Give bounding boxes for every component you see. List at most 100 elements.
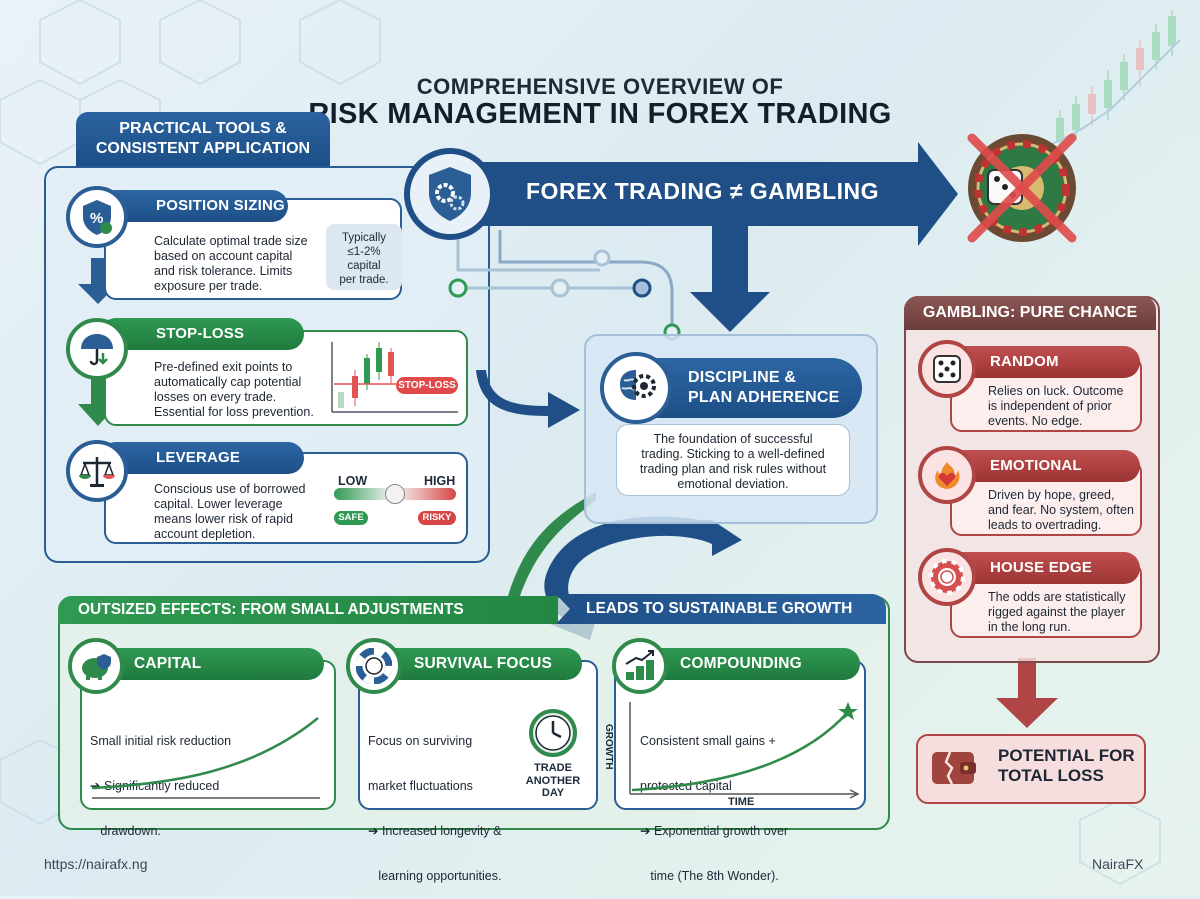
discipline-body-card [616, 424, 850, 496]
text-line: and risk tolerance. Limits [154, 264, 293, 278]
leverage-high-label: HIGH [424, 474, 456, 488]
text-line: Relies on luck. Outcome [988, 384, 1124, 398]
text-line: per trade. [339, 274, 389, 286]
leverage-slider-knob[interactable] [385, 484, 405, 504]
text-line: account depletion. [154, 527, 256, 541]
gambling-header: GAMBLING: PURE CHANCE [904, 296, 1156, 330]
compounding-xlabel: TIME [728, 796, 755, 808]
text-line: exposure per trade. [154, 279, 263, 293]
text-line: losses on every trade. [154, 390, 277, 404]
text-line: DAY [541, 787, 565, 799]
text-line: Typically [341, 232, 387, 244]
text-line: events. No edge. [988, 414, 1083, 428]
compounding-label: COMPOUNDING EFFECT [630, 648, 860, 704]
capital-preservation-label: CAPITAL PRESERVATION [96, 648, 324, 704]
capital-preservation-body: Small initial risk reduction ➔ Significa… [90, 704, 326, 854]
text-line: Driven by hope, greed, [988, 488, 1115, 502]
stop-loss-label: STOP-LOSS ORDERS [100, 318, 304, 374]
text-line: Small initial risk reduction [90, 734, 232, 748]
text-line: drawdown. [90, 824, 161, 838]
dice-icon [918, 340, 976, 398]
text-line: ANOTHER [525, 774, 581, 787]
effects-header: OUTSIZED EFFECTS: FROM SMALL ADJUSTMENTS [58, 596, 558, 624]
roulette-dice-crossed-icon [962, 128, 1082, 248]
casino-chip-icon [918, 548, 976, 606]
tools-banner: PRACTICAL TOOLS & CONSISTENT APPLICATION [76, 112, 330, 166]
text-line: trading. Sticking to a well-defined [641, 447, 825, 461]
flaming-heart-icon [918, 446, 976, 504]
stop-loss-chart [331, 342, 458, 413]
text-line: automatically cap potential [154, 375, 302, 389]
text-line: learning opportunities. [368, 869, 502, 883]
compounding-chart [629, 702, 860, 799]
lifebuoy-icon [346, 638, 402, 694]
text-line: rigged against the player [988, 605, 1125, 619]
stop-loss-body: Pre-defined exit points to automatically… [154, 360, 330, 420]
leverage-label: LEVERAGE CONTROL [100, 442, 304, 498]
text-line: Calculate optimal trade size [154, 234, 308, 248]
text-line: Focus on surviving [368, 734, 473, 748]
coins-growth-icon [612, 638, 668, 694]
leverage-risky-tag: RISKY [418, 511, 456, 525]
stop-loss-tag: STOP-LOSS [396, 377, 458, 394]
capital-growth-curve [92, 717, 320, 799]
compounding-body: Consistent small gains + protected capit… [640, 704, 850, 899]
clock-icon [528, 708, 578, 758]
text-line: market fluctuations [368, 779, 473, 793]
text-line: and fear. No system, often [988, 503, 1134, 517]
text-line: means lower risk of rapid [154, 512, 293, 526]
text-line: is independent of prior [988, 399, 1112, 413]
clock-caption: TRADE ANOTHER DAY [524, 762, 582, 800]
position-sizing-note: Typically ≤1-2% capital per trade. [326, 224, 402, 290]
footer-url[interactable]: https://nairafx.ng [44, 856, 148, 872]
text-line: DISCIPLINE & [688, 369, 797, 386]
random-outcomes-body: Relies on luck. Outcome is independent o… [988, 384, 1140, 429]
text-line: TOTAL LOSS [998, 766, 1104, 785]
tools-banner-line-1: PRACTICAL TOOLS & [119, 120, 287, 137]
text-line: trading plan and risk rules without [639, 462, 827, 476]
svg-text:%: % [90, 210, 103, 227]
footer-brand: NairaFX [1092, 856, 1144, 872]
shield-gears-icon [404, 148, 496, 240]
position-sizing-label: POSITION SIZING [100, 190, 288, 222]
leverage-body: Conscious use of borrowed capital. Lower… [154, 482, 330, 542]
text-line: Pre-defined exit points to [154, 360, 293, 374]
text-line: ➔ Exponential growth over [640, 824, 789, 838]
text-line: Essential for loss prevention. [154, 405, 314, 419]
text-line: ≤1-2% [347, 246, 381, 258]
broken-wallet-icon [930, 746, 978, 788]
position-sizing-body: Calculate optimal trade size based on ac… [154, 234, 324, 294]
text-line: based on account capital [154, 249, 293, 263]
leverage-safe-tag: SAFE [334, 511, 368, 525]
text-line: The foundation of successful [653, 432, 813, 446]
hero-text: FOREX TRADING ≠ GAMBLING [526, 178, 880, 204]
text-line: capital [347, 260, 381, 272]
growth-header: LEADS TO SUSTAINABLE GROWTH [556, 594, 886, 624]
text-line: TRADE [534, 762, 572, 774]
total-loss-label: POTENTIAL FOR TOTAL LOSS [998, 746, 1135, 786]
text-line: time (The 8th Wonder). [640, 869, 779, 883]
house-edge-body: The odds are statistically rigged agains… [988, 590, 1140, 635]
leverage-slider[interactable] [334, 484, 456, 504]
text-line: emotional deviation. [677, 477, 789, 491]
leverage-low-label: LOW [338, 474, 368, 488]
discipline-body: The foundation of successful trading. St… [616, 432, 850, 492]
umbrella-icon [66, 318, 128, 380]
emotional-betting-body: Driven by hope, greed, and fear. No syst… [988, 488, 1140, 533]
survival-focus-label: SURVIVAL FOCUS [372, 648, 582, 680]
text-line: leads to overtrading. [988, 518, 1102, 532]
tools-banner-line-2: CONSISTENT APPLICATION [95, 140, 311, 157]
background-candles [1039, 10, 1181, 151]
text-line: PLAN ADHERENCE [688, 389, 840, 406]
text-line: Conscious use of borrowed [154, 482, 306, 496]
title-line-2: RISK MANAGEMENT IN FOREX TRADING [308, 98, 892, 130]
text-line: POTENTIAL FOR [998, 746, 1135, 765]
brain-gear-icon [600, 352, 672, 424]
title-line-1: COMPREHENSIVE OVERVIEW OF [416, 74, 784, 99]
shield-percent-icon: % [66, 186, 128, 248]
balance-scale-icon [66, 440, 128, 502]
text-line: in the long run. [988, 620, 1071, 634]
piggy-bank-shield-icon [68, 638, 124, 694]
text-line: The odds are statistically [988, 590, 1126, 604]
